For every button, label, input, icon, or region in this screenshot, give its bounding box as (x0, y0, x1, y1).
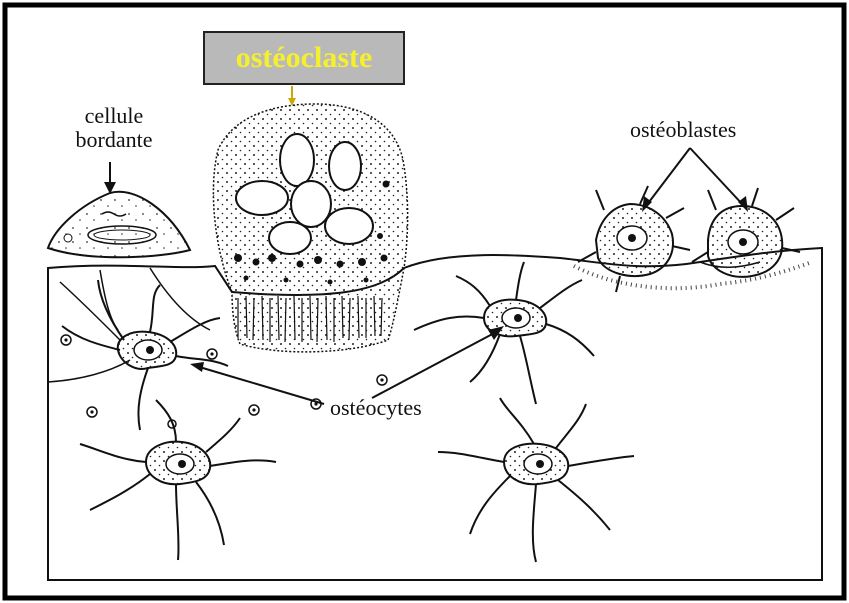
osteoblasts-label: ostéoblastes (630, 118, 736, 142)
osteoblast-nucleolus (739, 238, 747, 246)
osteocyte-nucleolus (146, 346, 154, 354)
bone-matrix-outline (48, 248, 822, 580)
osteocytes-label: ostéocytes (330, 396, 422, 420)
lining-cell-label: cellule bordante (56, 104, 172, 152)
osteocyte-nucleolus (178, 460, 186, 468)
osteocyte-left-lower (80, 400, 276, 560)
lining-cell-label-line1: cellule (56, 104, 172, 128)
osteoblast-arrow-left (646, 148, 690, 206)
osteocyte-nucleolus (514, 314, 522, 322)
lining-cell-label-line2: bordante (56, 128, 172, 152)
matrix-crack (150, 268, 210, 330)
osteocyte-nucleolus (536, 460, 544, 468)
osteocyte-right-upper (414, 262, 594, 404)
osteoblast-arrow-right (690, 148, 744, 206)
lining-cell (48, 192, 190, 257)
osteoblast-nucleolus (628, 234, 636, 242)
osteocyte-arrow-left (196, 366, 324, 404)
matrix-crack (48, 360, 130, 382)
osteocyte-arrowhead-left (190, 362, 204, 372)
osteoclast (213, 104, 407, 352)
osteocyte-right-lower (438, 398, 634, 562)
osteocyte-arrow-right (372, 330, 500, 398)
outer-frame (5, 5, 844, 598)
osteoclast-title-box: ostéoclaste (203, 31, 405, 85)
